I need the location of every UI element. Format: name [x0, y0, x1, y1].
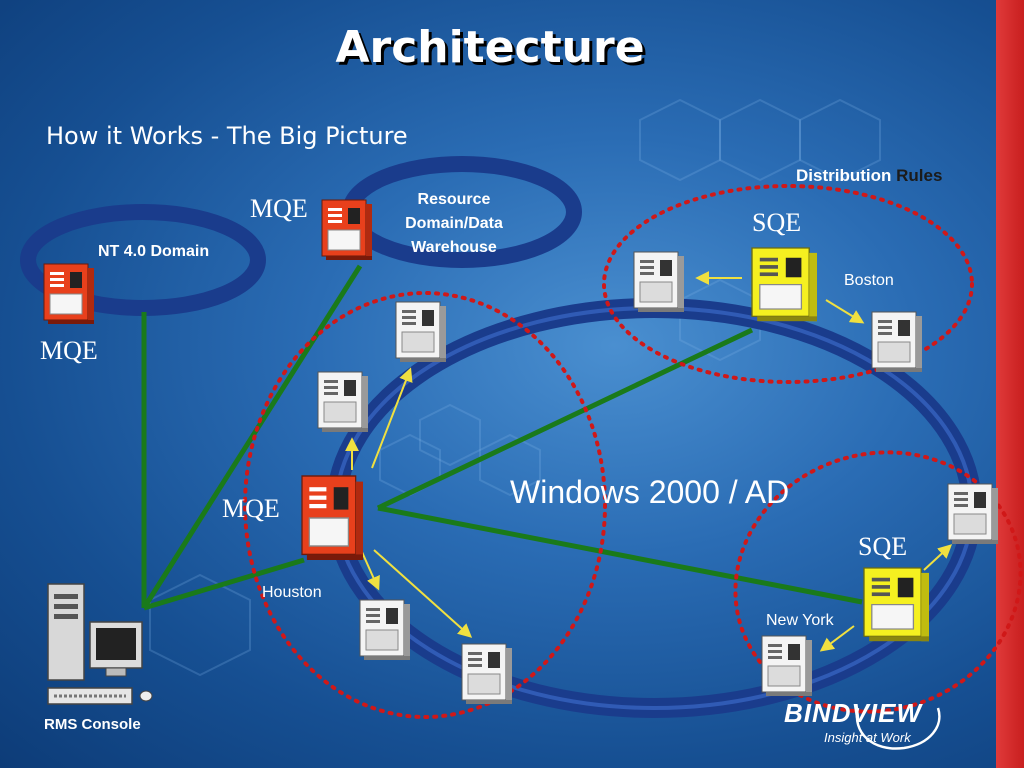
- server-houston-2: [317, 371, 369, 433]
- link-console-resource: [141, 264, 363, 610]
- slide-subtitle: How it Works - The Big Picture: [46, 122, 408, 150]
- rms-console-label: RMS Console: [44, 716, 141, 733]
- server-houston-4: [461, 643, 513, 705]
- houston-label: Houston: [262, 584, 322, 601]
- mqe-label-nt: MQE: [40, 336, 98, 365]
- sqe-label-boston: SQE: [752, 208, 802, 237]
- resource-label-line2: Domain/Data: [405, 215, 503, 232]
- server-newyork-2: [761, 635, 813, 697]
- resource-label-line1: Resource: [417, 191, 491, 208]
- server-nt-mqe: [43, 263, 95, 325]
- server-boston-sqe: [751, 247, 818, 322]
- mqe-label-houston: MQE: [222, 494, 280, 523]
- resource-label-line3: Warehouse: [411, 239, 497, 256]
- sqe-label-newyork: SQE: [858, 532, 908, 561]
- boston-label: Boston: [844, 272, 894, 289]
- server-boston-2: [871, 311, 923, 373]
- bindview-logo-swoosh: [855, 707, 941, 750]
- slide-title: Architecture: [335, 22, 645, 73]
- distribution-rules-label: Distribution Rules: [796, 166, 942, 186]
- nt-domain-ring: [20, 204, 266, 316]
- houston-region: [243, 291, 607, 719]
- server-houston-mqe: [301, 475, 364, 561]
- rms-console-workstation: [47, 583, 153, 705]
- server-resource-mqe: [321, 199, 373, 261]
- resource-domain-label: Resource Domain/Data Warehouse: [384, 188, 524, 260]
- server-newyork-sqe: [863, 567, 930, 642]
- server-boston-1: [633, 251, 685, 313]
- boston-region: [602, 184, 974, 384]
- link-houston-newyork: [377, 505, 863, 605]
- server-houston-3: [359, 599, 411, 661]
- logo-brand-text: BINDVIEW: [784, 698, 922, 728]
- windows-domain-label: Windows 2000 / AD: [510, 474, 790, 510]
- distribution-regions: [243, 184, 1023, 719]
- newyork-label: New York: [766, 612, 834, 629]
- distribution-label-rules: Rules: [896, 166, 943, 185]
- logo-tagline: Insight at Work: [824, 730, 911, 745]
- link-console-houston: [143, 557, 305, 611]
- distribution-label-prefix: Distribution: [796, 166, 892, 185]
- nt-domain-label: NT 4.0 Domain: [98, 243, 210, 260]
- server-newyork-1: [947, 483, 999, 545]
- mqe-label-resource: MQE: [250, 194, 308, 223]
- replication-arrows: [345, 271, 953, 652]
- network-links: [141, 264, 863, 611]
- link-houston-boston: [376, 327, 754, 511]
- bindview-logo: BINDVIEW Insight at Work: [784, 690, 944, 760]
- server-houston-1: [395, 301, 447, 363]
- newyork-region: [733, 450, 1023, 714]
